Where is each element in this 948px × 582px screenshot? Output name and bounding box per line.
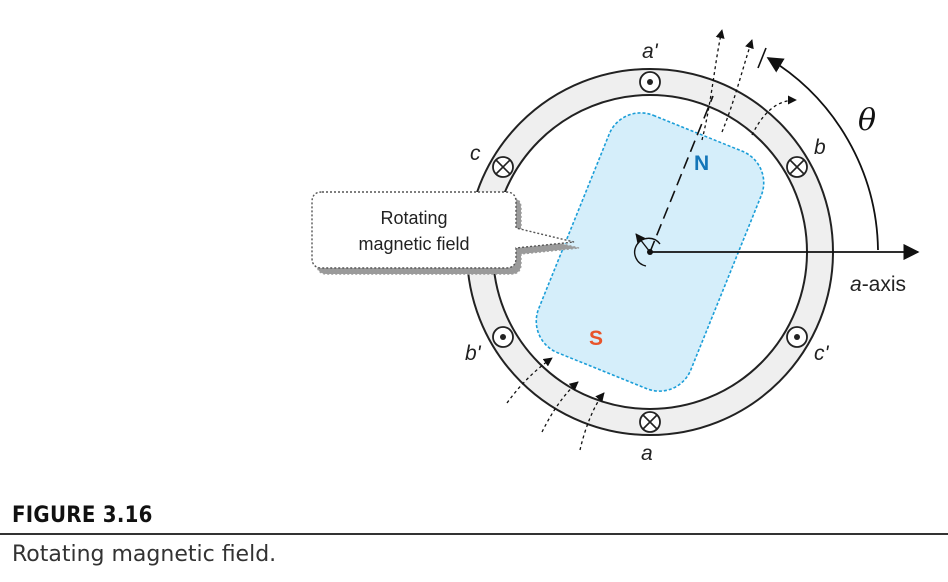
label-a-prime: a' <box>642 40 659 63</box>
conductor-c-prime <box>786 326 808 348</box>
theta-arc <box>766 57 879 251</box>
theta-label: θ <box>858 103 876 138</box>
conductor-a-prime <box>639 71 661 93</box>
label-b-prime: b' <box>465 342 482 365</box>
flux-lines-bottom <box>506 357 605 451</box>
callout-bubble <box>311 191 575 269</box>
label-c-prime: c' <box>814 342 830 365</box>
conductor-b <box>786 156 808 178</box>
a-axis-label: a-axis <box>850 273 906 296</box>
flux-lines-top <box>701 29 797 141</box>
field-axis-dashed <box>649 95 714 253</box>
field-axis-tick <box>757 47 767 69</box>
north-pole-label: N <box>694 152 709 175</box>
south-pole-label: S <box>589 327 603 350</box>
rotating-field-diagram: a' b c' a b' c a-axis θ N S Rotating mag… <box>311 29 920 465</box>
callout-line-2: magnetic field <box>358 234 469 254</box>
conductor-b-prime <box>492 326 514 348</box>
label-b: b <box>814 136 826 159</box>
figure-caption: Rotating magnetic field. <box>12 542 277 567</box>
callout-line-1: Rotating <box>380 208 447 228</box>
rotation-indicator <box>634 233 661 267</box>
caption-rule <box>0 533 948 535</box>
label-c: c <box>470 142 481 165</box>
conductor-a <box>639 411 661 433</box>
conductor-c <box>492 156 514 178</box>
figure-number: FIGURE 3.16 <box>12 503 153 528</box>
label-a: a <box>641 442 653 465</box>
